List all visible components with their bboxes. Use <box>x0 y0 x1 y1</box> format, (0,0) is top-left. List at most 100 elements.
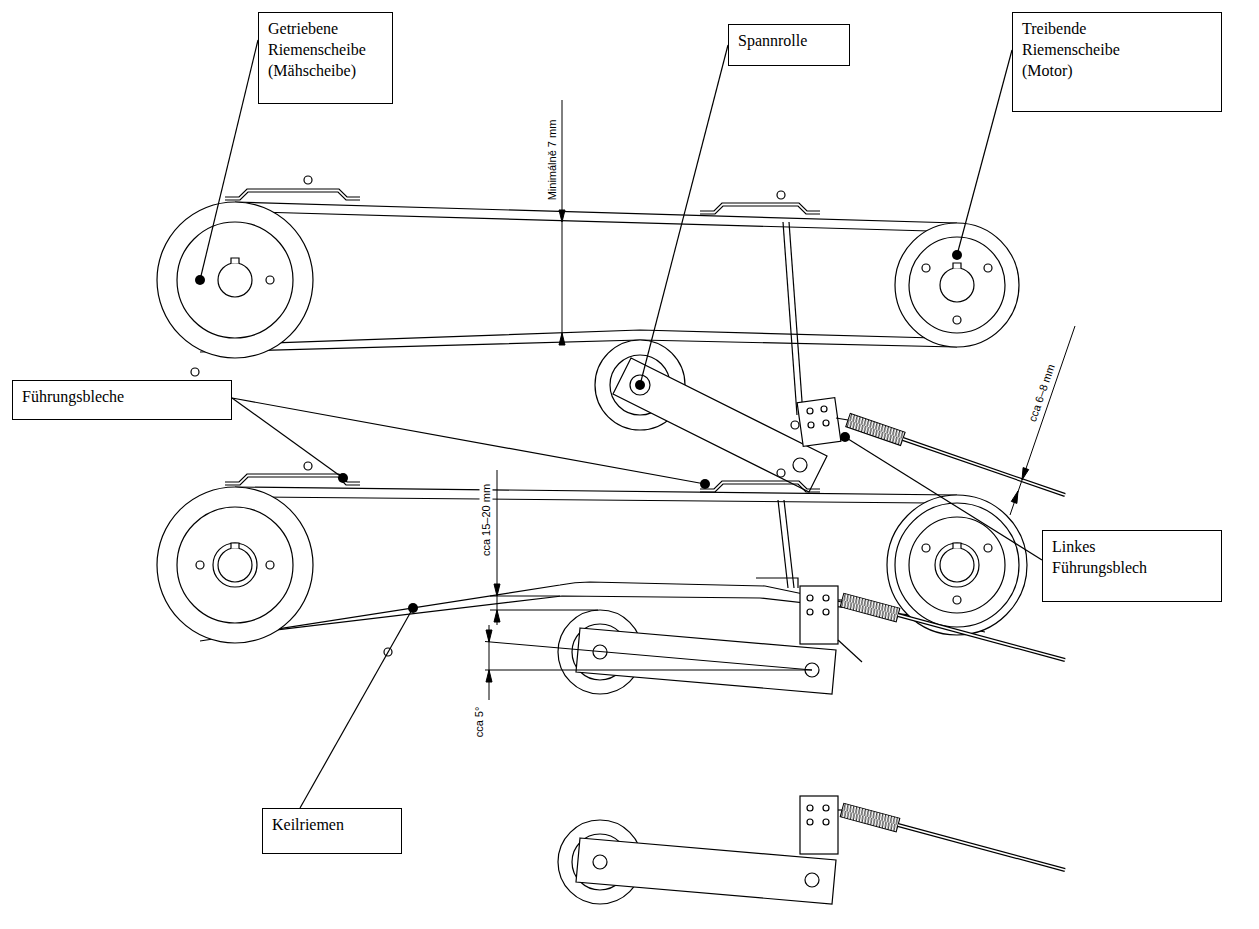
tension-arm <box>576 838 836 904</box>
frame-rod-part <box>789 222 803 415</box>
tension-arm-part <box>793 458 807 472</box>
tension-spring <box>840 803 900 832</box>
tension-spring-part <box>846 413 905 445</box>
dimension-line <box>559 100 1075 515</box>
guide-plate <box>225 462 820 492</box>
leader-dot-part <box>338 473 348 483</box>
bowden-cable-part <box>898 825 1065 870</box>
bowden-cable-part <box>898 615 1065 660</box>
drive-pulley-part <box>922 544 930 552</box>
spring-bracket-part <box>821 406 827 412</box>
drive-pulley-part <box>895 503 1019 627</box>
drive-pulley <box>895 223 1019 347</box>
leader-line-part <box>232 398 705 484</box>
dimension-line-part <box>485 670 812 671</box>
leader-line <box>200 40 1042 808</box>
spring-bracket-part <box>823 819 829 825</box>
callout-box: Spannrolle <box>728 24 850 66</box>
frame-rod-part <box>783 222 797 415</box>
tension-arm <box>613 358 827 492</box>
bowden-cable <box>898 615 1065 660</box>
callout-box: Treibende Riemenscheibe (Motor) <box>1012 12 1222 112</box>
drive-pulley-part <box>940 263 974 302</box>
part-name: Getriebene Riemenscheibe (Mähscheibe) <box>268 19 383 81</box>
leader-line-part <box>957 50 1012 255</box>
spring-bracket-part <box>800 796 838 854</box>
part-name: Spannrolle <box>738 31 840 52</box>
drive-pulley-part <box>953 596 961 604</box>
left-guide-plate-part <box>823 595 829 601</box>
drive-pulley-part <box>895 223 1019 347</box>
part-name: Treibende Riemenscheibe (Motor) <box>1022 19 1134 81</box>
frame-rod-part <box>191 368 199 376</box>
driven-pulley-part <box>218 543 252 582</box>
guide-plate-part <box>777 191 785 199</box>
leader-dot <box>195 250 962 613</box>
spring-bracket-part <box>807 819 813 825</box>
drive-pulley-part <box>935 543 979 587</box>
bowden-cable-part <box>898 615 1065 660</box>
guide-plate-part <box>225 474 360 482</box>
bowden-cable <box>903 439 1065 495</box>
dimension-line-part <box>486 630 492 642</box>
guide-plate-part <box>225 192 360 200</box>
guide-plate-part <box>304 462 312 470</box>
drive-pulley-part <box>984 544 992 552</box>
leader-line-part <box>232 398 343 478</box>
driven-pulley <box>157 202 313 358</box>
driven-pulley-part <box>266 561 274 569</box>
left-guide-plate-part <box>823 609 829 615</box>
callout-box: Führungsbleche <box>12 380 232 420</box>
spring-bracket-part <box>823 805 829 811</box>
tension-arm-part <box>576 838 836 904</box>
left-guide-plate-part <box>807 595 813 601</box>
spring-bracket <box>800 796 842 854</box>
dimension-line-part <box>1022 468 1029 480</box>
dimension-label: Minimálně 7 mm <box>546 118 559 203</box>
tension-spring-part <box>840 803 900 832</box>
dimension-line-part <box>486 670 492 682</box>
frame-rod-part <box>791 421 799 429</box>
callout-box: Linkes Führungsblech <box>1042 530 1222 602</box>
part-name: Keilriemen <box>272 815 392 836</box>
bowden-cable-part <box>903 439 1065 495</box>
spring-bracket-part <box>823 420 829 426</box>
v-belt-part <box>235 202 957 223</box>
dimension-line-part <box>559 333 565 345</box>
driven-pulley-part <box>157 202 313 358</box>
callout-box: Getriebene Riemenscheibe (Mähscheibe) <box>258 12 393 104</box>
angle-label: cca 5° <box>473 705 486 740</box>
driven-pulley-part <box>157 487 313 643</box>
guide-plate-part <box>304 176 312 184</box>
drive-pulley-part <box>922 264 930 272</box>
guide-plate-part <box>777 469 785 477</box>
leader-line-part <box>200 40 258 280</box>
v-belt-part <box>242 330 935 344</box>
spring-bracket-part <box>807 408 813 414</box>
guide-plate-part <box>700 481 820 489</box>
guide-plate-part <box>700 203 820 211</box>
dimension-line-part <box>1011 491 1018 503</box>
dimension-line-part <box>494 610 500 622</box>
bowden-cable-part <box>898 825 1065 870</box>
driven-pulley-part <box>196 561 204 569</box>
bowden-cable <box>898 825 1065 870</box>
leader-dot-part <box>195 275 205 285</box>
drive-pulley-part <box>953 316 961 324</box>
driven-pulley-part <box>266 276 274 284</box>
driven-pulley <box>157 487 313 643</box>
leader-line-part <box>845 437 1042 560</box>
tension-spring <box>846 413 905 445</box>
drive-pulley-part <box>909 237 1005 333</box>
spring-bracket-part <box>808 422 814 428</box>
dimension-label: cca 6–8 mm <box>1025 361 1058 426</box>
dimension-line <box>485 470 812 700</box>
tension-arm-part <box>593 855 607 869</box>
v-belt-part <box>258 212 930 231</box>
spring-bracket-part <box>836 418 848 420</box>
driven-pulley-part <box>177 222 293 338</box>
left-guide-plate-part <box>800 586 838 644</box>
tension-arm-part <box>613 358 827 492</box>
tension-spring <box>840 593 900 622</box>
